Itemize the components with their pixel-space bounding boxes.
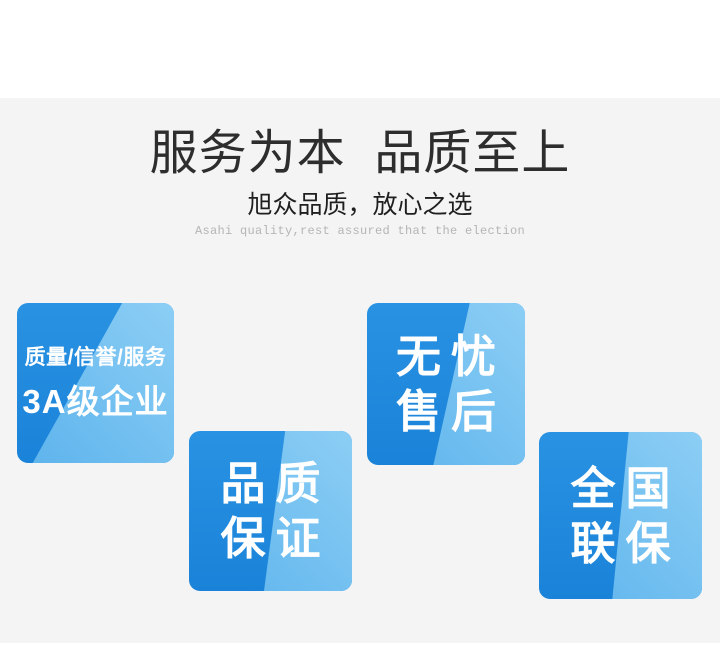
badge-3a-enterprise: 质量/信誉/服务 3A级企业 <box>17 303 174 463</box>
badge-line-1: 无忧 <box>395 331 506 382</box>
section-title: 服务为本 品质至上 <box>149 127 571 180</box>
badge-worry-free-aftersales: 无忧 售后 <box>367 303 525 465</box>
badge-line-1: 品质 <box>220 458 331 509</box>
badge-line-1: 质量/信誉/服务 <box>24 346 167 369</box>
badge-line-2: 联保 <box>570 517 681 569</box>
quality-section: 服务为本 品质至上 旭众品质，放心之选 Asahi quality,rest a… <box>0 98 720 643</box>
badge-nationwide-warranty: 全国 联保 <box>539 432 702 599</box>
section-subtitle-en: Asahi quality,rest assured that the elec… <box>194 224 526 238</box>
badge-text: 质量/信誉/服务 3A级企业 <box>22 346 168 420</box>
badge-line-2: 售后 <box>395 386 506 437</box>
badge-line-1: 全国 <box>570 462 681 514</box>
badge-line-2: 保证 <box>220 513 331 564</box>
section-subtitle: 旭众品质，放心之选 <box>247 192 473 219</box>
badge-text: 无忧 售后 <box>386 329 506 439</box>
badge-gloss <box>612 432 702 599</box>
badge-line-2: 3A级企业 <box>22 383 169 420</box>
badge-text: 品质 保证 <box>210 456 330 566</box>
badge-text: 全国 联保 <box>560 461 680 571</box>
badge-quality-guarantee: 品质 保证 <box>189 431 352 591</box>
